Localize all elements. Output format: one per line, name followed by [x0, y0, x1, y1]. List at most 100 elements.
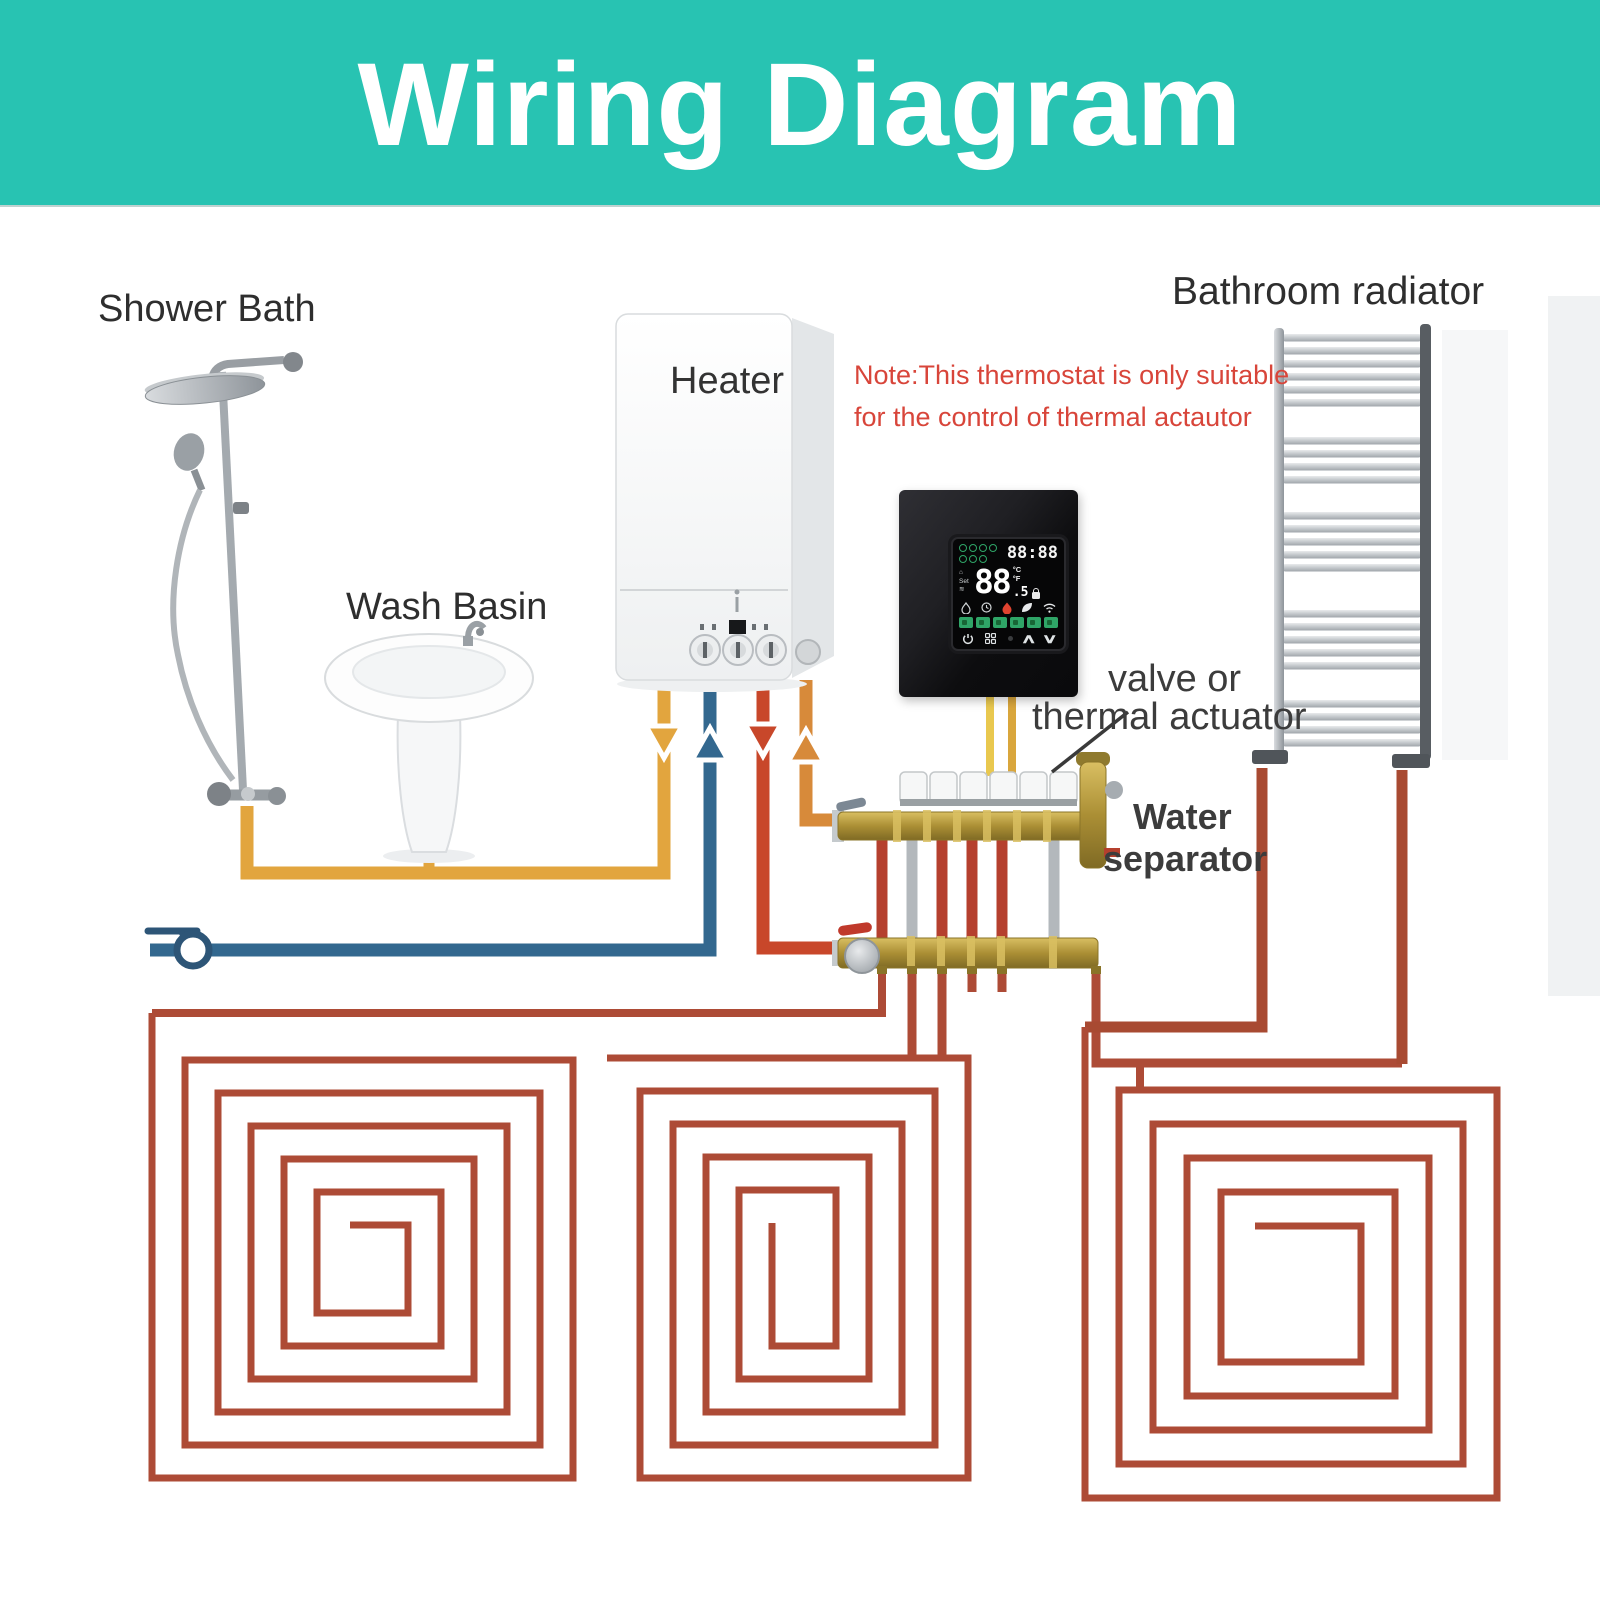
radiator-rung	[1282, 662, 1422, 670]
radiator-rung	[1282, 450, 1422, 458]
label-water-separator-1: Water	[1133, 796, 1232, 837]
basin-faucet	[463, 620, 487, 646]
radiator-rung	[1282, 525, 1422, 533]
floor-loop-middle	[607, 1054, 972, 1482]
radiator-rung	[1282, 463, 1422, 471]
shower-head	[144, 372, 266, 405]
air-separator	[1076, 752, 1123, 869]
home-icon: ⌂	[959, 569, 963, 577]
temp-up-button[interactable]: ∧	[1021, 631, 1038, 646]
shower-hose	[170, 488, 236, 782]
power-button[interactable]	[962, 633, 974, 645]
shower-slider-bracket	[233, 502, 249, 514]
note-line-1: Note:This thermostat is only suitable	[854, 360, 1290, 390]
background-strip	[1548, 296, 1600, 996]
hand-shower	[173, 433, 205, 471]
weekday-icons	[959, 616, 1059, 628]
program-indicator-icons	[959, 544, 999, 565]
shower-wall-mount	[283, 352, 303, 372]
radiator-rung	[1282, 334, 1422, 342]
thermostat-temperature: 88	[974, 562, 1012, 602]
note-line-2: for the control of thermal actautor	[854, 402, 1252, 432]
clock-icon	[981, 602, 992, 613]
radiator-rung	[1282, 476, 1422, 484]
radiator-rail-left	[1274, 328, 1284, 756]
radiator-rungs	[1282, 334, 1422, 747]
radiator-elbow-right	[1392, 754, 1430, 768]
label-wash-basin: Wash Basin	[346, 586, 548, 628]
thermostat-time: 88:88	[1006, 543, 1058, 563]
ball-valve-lever[interactable]	[837, 922, 872, 937]
floor-loop-left	[148, 1013, 577, 1482]
heater-control-panel	[689, 620, 821, 666]
shower-mixer-valve	[207, 782, 286, 806]
flame-outline-icon	[961, 601, 971, 614]
manifold-valve-lever[interactable]	[835, 797, 866, 812]
radiator-elbow-left	[1252, 750, 1288, 764]
label-heater: Heater	[670, 360, 785, 402]
pipe-right-loop-feed	[1091, 968, 1402, 1068]
radiator-rung	[1282, 551, 1422, 559]
radiator-shadow-strip	[1442, 330, 1508, 760]
pipe-radiator-left	[1085, 768, 1268, 1033]
arrow-down-red	[740, 721, 786, 762]
radiator-rung	[1282, 623, 1422, 631]
shower-riser	[218, 371, 247, 791]
radiator-rung	[1282, 512, 1422, 520]
fahrenheit-unit: °F	[1012, 574, 1021, 584]
thermostat: 88:88 ⌂ Set ≋ 88 °C °F .5	[899, 490, 1078, 697]
eco-leaf-icon	[1022, 603, 1033, 613]
actuator-caps	[899, 771, 1078, 806]
label-water-separator-2: separator	[1103, 838, 1268, 879]
ball-valve-body	[844, 938, 880, 974]
radiator-rung	[1282, 636, 1422, 644]
label-bathroom-radiator: Bathroom radiator	[1172, 270, 1485, 313]
arrow-up-orange	[783, 724, 829, 765]
radiator-rung	[1282, 700, 1422, 708]
radiator-rung	[1282, 538, 1422, 546]
basin-pedestal	[396, 713, 462, 853]
lock-icon	[1032, 587, 1041, 599]
heater-knob[interactable]	[722, 634, 754, 666]
pipe-cold-water-blue	[150, 680, 717, 957]
label-shower-bath: Shower Bath	[98, 288, 316, 330]
heating-flame-icon	[1002, 602, 1011, 614]
valve-pointer-line	[1050, 710, 1130, 774]
bathroom-radiator-fixture	[1252, 324, 1431, 768]
wifi-icon	[1043, 603, 1056, 613]
heater-knob[interactable]	[689, 634, 721, 666]
label-valve-actuator-1: valve or	[1108, 658, 1242, 700]
air-vent-knob[interactable]	[1105, 781, 1123, 799]
heater-side-face	[792, 318, 834, 678]
heater-knob[interactable]	[755, 634, 787, 666]
set-icon: Set	[959, 577, 969, 585]
radiator-rail-right	[1420, 324, 1431, 760]
water-separator-assembly	[832, 752, 1123, 974]
label-valve-actuator-2: thermal actuator	[1032, 696, 1307, 738]
menu-button[interactable]	[985, 633, 997, 644]
radiator-rung	[1282, 399, 1422, 407]
heater-front	[615, 313, 793, 681]
mode-mini-icons: ⌂ Set ≋	[959, 570, 974, 594]
radiator-rung	[1282, 649, 1422, 657]
radiator-rung	[1282, 360, 1422, 368]
radiator-rung	[1282, 386, 1422, 394]
title-banner: Wiring Diagram	[0, 0, 1600, 207]
brightness-dot	[1007, 636, 1013, 641]
radiator-rung	[1282, 564, 1422, 572]
heater-display	[729, 620, 746, 634]
floor-icon: ≋	[959, 586, 965, 594]
pipe-hot-water-yellow	[240, 680, 671, 880]
pipe-boiler-supply-red	[756, 680, 848, 955]
radiator-rung	[1282, 610, 1422, 618]
wash-basin-fixture	[324, 620, 534, 863]
heater-knob-side[interactable]	[795, 639, 821, 665]
temp-down-button[interactable]: ∨	[1042, 631, 1059, 646]
manifold-lower	[832, 922, 1101, 974]
thermostat-display: 88:88 ⌂ Set ≋ 88 °C °F .5	[951, 537, 1066, 651]
arrow-down-yellow	[641, 723, 687, 764]
flow-arrows	[641, 721, 829, 765]
pipe-floor-bus	[152, 968, 886, 1017]
shower-fixture	[144, 352, 303, 806]
